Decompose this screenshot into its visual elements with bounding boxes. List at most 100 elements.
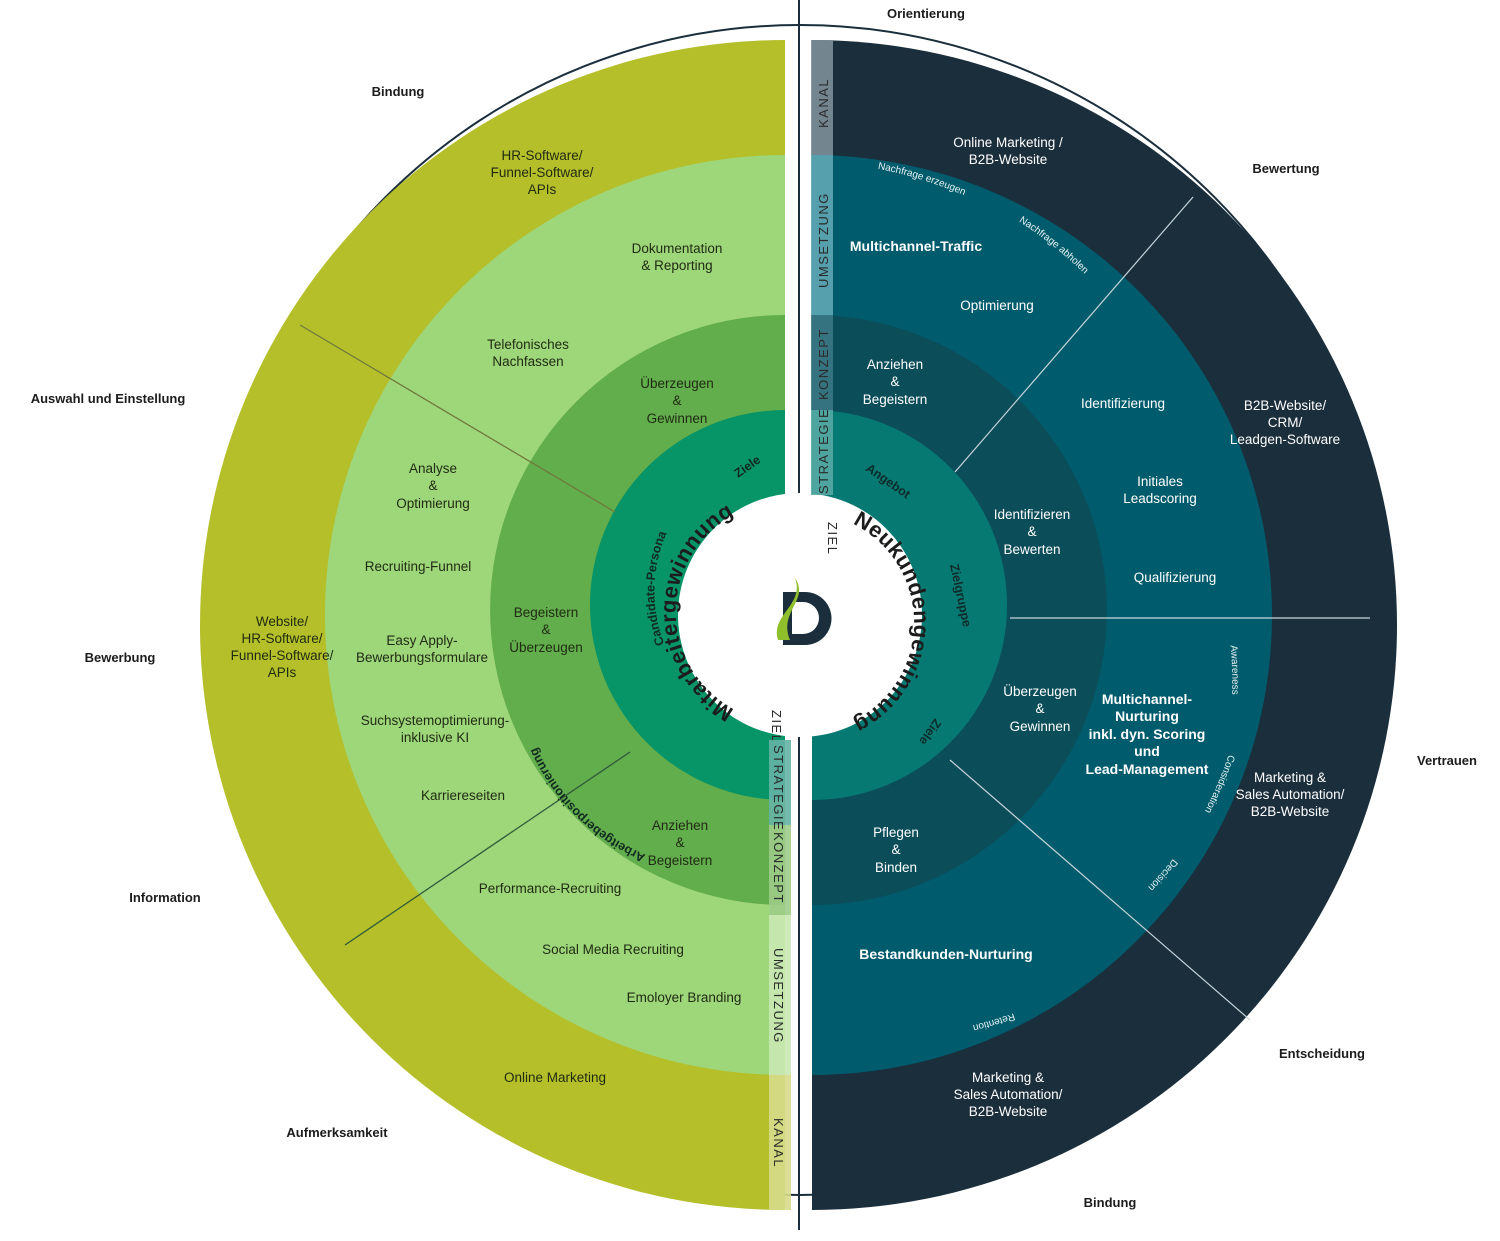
right-divider-bottom	[949, 759, 1251, 1021]
left-divider-top	[299, 324, 616, 513]
nurturing-5: Lead-Management	[1086, 761, 1209, 777]
left-outer-mid-line-1: Website/	[256, 614, 309, 629]
performance-recruiting: Performance-Recruiting	[479, 881, 622, 896]
label-auswahl: Auswahl und Einstellung	[31, 391, 186, 406]
right-anziehen-2: &	[890, 374, 899, 389]
right-identifizieren-2: &	[1027, 524, 1036, 539]
band-right-umsetzung: UMSETZUNG	[816, 192, 831, 288]
right-pflegen-1: Pflegen	[873, 825, 919, 840]
left-outer-mid-line-3: Funnel-Software/	[231, 648, 334, 663]
karriereseiten: Karriereseiten	[421, 788, 505, 803]
right-mid-texts: Anziehen & Begeistern Identifizieren & B…	[863, 357, 1077, 875]
band-right-strategie: STRATEGIE	[816, 408, 831, 494]
label-orientierung: Orientierung	[887, 6, 965, 21]
analyse-line-3: Optimierung	[396, 496, 470, 511]
left-outer-bottom: Online Marketing	[504, 1070, 606, 1085]
band-right-konzept: KONZEPT	[816, 328, 831, 400]
label-bindung-left: Bindung	[372, 84, 425, 99]
label-aufmerksamkeit: Aufmerksamkeit	[286, 1125, 388, 1140]
easy-line-1: Easy Apply-	[386, 633, 457, 648]
right-outer-lowright-1: Marketing &	[1254, 770, 1326, 785]
right-teal-texts: Multichannel-Traffic Optimierung Identif…	[850, 238, 1216, 962]
qualifizierung: Qualifizierung	[1134, 570, 1217, 585]
left-outer-texts: HR-Software/ Funnel-Software/ APIs Websi…	[231, 148, 606, 1085]
right-outer-bottom-2: Sales Automation/	[954, 1087, 1063, 1102]
left-ueberzeugen-2: &	[672, 393, 681, 408]
band-right-kanal: KANAL	[816, 78, 831, 128]
left-ueberzeugen-3: Gewinnen	[647, 411, 708, 426]
nurturing-2: Nurturing	[1115, 708, 1179, 724]
left-begeistern-1: Begeistern	[514, 605, 579, 620]
label-vertrauen: Vertrauen	[1417, 753, 1477, 768]
left-mid-texts: Überzeugen & Gewinnen Begeistern & Überz…	[509, 376, 714, 868]
left-anziehen-2: &	[675, 835, 684, 850]
label-bindung-bottom: Bindung	[1084, 1195, 1137, 1210]
logo-icon	[776, 578, 832, 645]
right-pflegen-3: Binden	[875, 860, 917, 875]
left-divider-bottom	[344, 751, 631, 946]
left-half	[200, 40, 785, 1210]
nurturing-4: und	[1134, 743, 1160, 759]
left-outer-top-line-1: HR-Software/	[501, 148, 582, 163]
band-left-strategie: STRATEGIE	[771, 745, 786, 831]
left-outer-top-line-3: APIs	[528, 182, 557, 197]
right-ueberzeugen-2: &	[1035, 701, 1044, 716]
nurturing-1: Multichannel-	[1102, 691, 1193, 707]
right-outer-bottom-1: Marketing &	[972, 1070, 1044, 1085]
bestandkunden-nurturing: Bestandkunden-Nurturing	[859, 946, 1032, 962]
outer-labels: Orientierung Bindung Auswahl und Einstel…	[31, 6, 1477, 1210]
such-line-1: Suchsystemoptimierung-	[361, 713, 510, 728]
label-information: Information	[129, 890, 201, 905]
doku-line-1: Dokumentation	[632, 241, 723, 256]
nurturing-3: inkl. dyn. Scoring	[1089, 726, 1206, 742]
identifizierung: Identifizierung	[1081, 396, 1165, 411]
right-ueberzeugen-1: Überzeugen	[1003, 684, 1077, 699]
doku-line-2: & Reporting	[641, 258, 712, 273]
band-left-konzept: KONZEPT	[771, 832, 786, 904]
right-identifizieren-1: Identifizieren	[994, 507, 1071, 522]
right-outer-lowright-3: B2B-Website	[1251, 804, 1330, 819]
easy-line-2: Bewerbungsformulare	[356, 650, 488, 665]
telefon-line-2: Nachfassen	[492, 354, 563, 369]
employer-branding: Emoloyer Branding	[627, 990, 742, 1005]
right-outer-bottom-3: B2B-Website	[969, 1104, 1048, 1119]
left-ueberzeugen-1: Überzeugen	[640, 376, 714, 391]
ziel-label-top: ZIEL	[825, 522, 840, 555]
multichannel-traffic: Multichannel-Traffic	[850, 238, 982, 254]
left-anziehen-3: Begeistern	[648, 853, 713, 868]
social-media-recruiting: Social Media Recruiting	[542, 942, 684, 957]
right-ueberzeugen-3: Gewinnen	[1010, 719, 1071, 734]
optimierung: Optimierung	[960, 298, 1034, 313]
analyse-line-2: &	[428, 478, 437, 493]
left-begeistern-3: Überzeugen	[509, 640, 583, 655]
left-anziehen-1: Anziehen	[652, 818, 708, 833]
left-outer-mid-line-4: APIs	[268, 665, 297, 680]
right-half	[812, 40, 1397, 1210]
band-left-umsetzung: UMSETZUNG	[771, 948, 786, 1044]
right-outer-right-3: Leadgen-Software	[1230, 432, 1340, 447]
left-begeistern-2: &	[541, 622, 550, 637]
right-divider-top	[954, 196, 1194, 473]
scoring-1: Initiales	[1137, 474, 1183, 489]
right-pflegen-2: &	[891, 842, 900, 857]
right-anziehen-1: Anziehen	[867, 357, 923, 372]
left-vertical-band: STRATEGIE KONZEPT UMSETZUNG KANAL	[769, 740, 791, 1210]
scoring-2: Leadscoring	[1123, 491, 1197, 506]
label-bewertung: Bewertung	[1252, 161, 1319, 176]
right-outer-texts: Online Marketing / B2B-Website B2B-Websi…	[953, 135, 1344, 1119]
recruiting-funnel: Recruiting-Funnel	[365, 559, 472, 574]
right-outer-top-2: B2B-Website	[969, 152, 1048, 167]
label-bewerbung: Bewerbung	[85, 650, 156, 665]
right-identifizieren-3: Bewerten	[1003, 542, 1060, 557]
left-light-texts: Dokumentation & Reporting Telefonisches …	[356, 241, 741, 1005]
label-entscheidung: Entscheidung	[1279, 1046, 1365, 1061]
ziel-label-bottom: ZIEL	[769, 710, 784, 743]
band-left-kanal: KANAL	[771, 1118, 786, 1168]
telefon-line-1: Telefonisches	[487, 337, 569, 352]
left-outer-top-line-2: Funnel-Software/	[491, 165, 594, 180]
right-outer-right-2: CRM/	[1268, 415, 1303, 430]
arc-awareness: Awareness	[1228, 645, 1241, 695]
right-vertical-band: KANAL UMSETZUNG KONZEPT STRATEGIE	[811, 40, 833, 495]
such-line-2: inklusive KI	[401, 730, 469, 745]
